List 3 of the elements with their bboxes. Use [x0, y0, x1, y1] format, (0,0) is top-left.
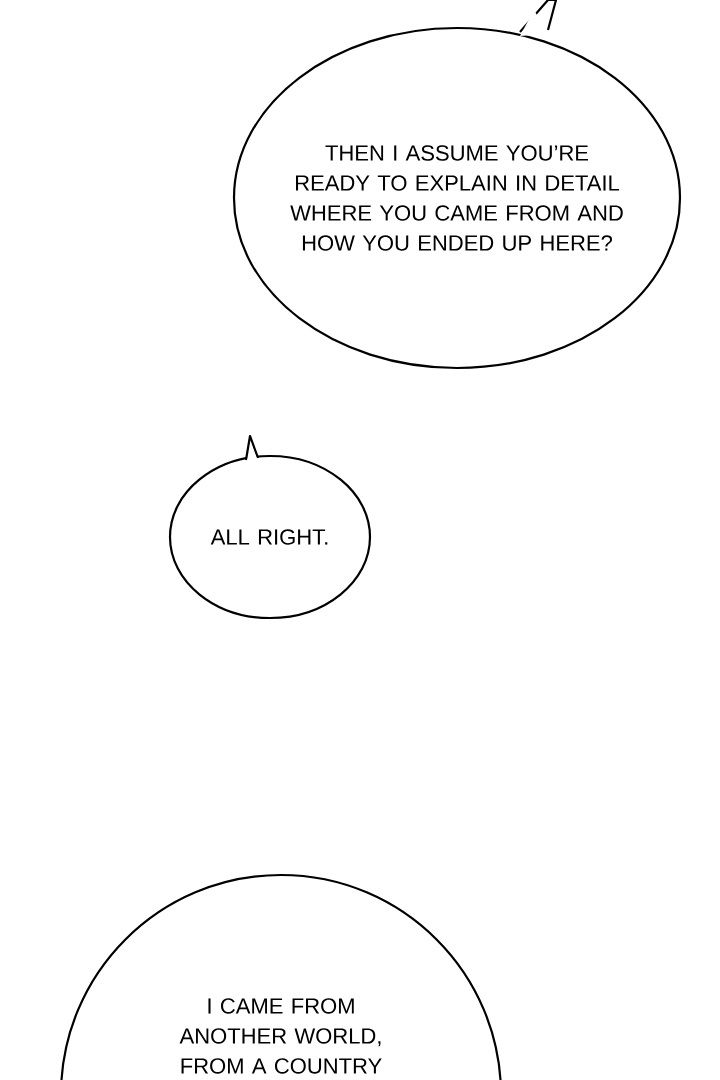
speech-bubble: THEN I ASSUME YOU’RE READY TO EXPLAIN IN DETAIL WHERE YOU CAME FROM AND HOW YOU ENDED UP HERE? — [232, 0, 682, 370]
speech-bubble: ALL RIGHT. — [168, 434, 372, 620]
speech-bubble: I CAME FROM ANOTHER WORLD, FROM A COUNTRY — [59, 873, 503, 1080]
